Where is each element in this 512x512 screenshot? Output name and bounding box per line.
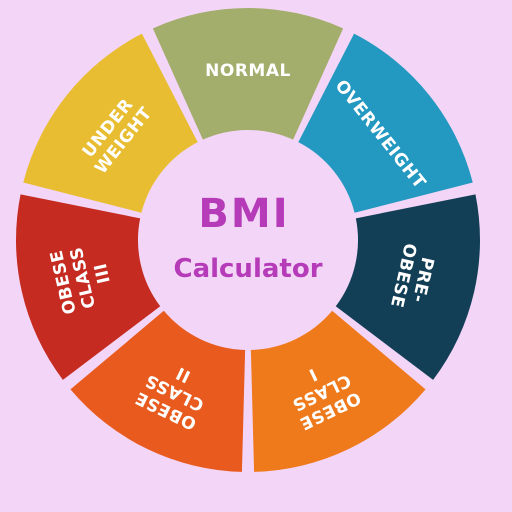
label-normal-line: NORMAL: [205, 61, 291, 81]
segment-underweight: [23, 33, 198, 213]
segment-overweight: [298, 33, 473, 213]
segment-normal: [152, 7, 344, 140]
center-title: BMI: [198, 191, 289, 237]
center-subtitle: Calculator: [173, 254, 322, 284]
center-hub: [140, 132, 356, 348]
label-normal: NORMAL: [205, 61, 291, 81]
segment-obese-class-1: [250, 310, 426, 472]
segment-obese-class-2: [70, 310, 246, 472]
label-obese-class-3-line: III: [91, 261, 115, 285]
segment-pre-obese: [335, 194, 481, 380]
segment-obese-class-3: [15, 194, 161, 380]
